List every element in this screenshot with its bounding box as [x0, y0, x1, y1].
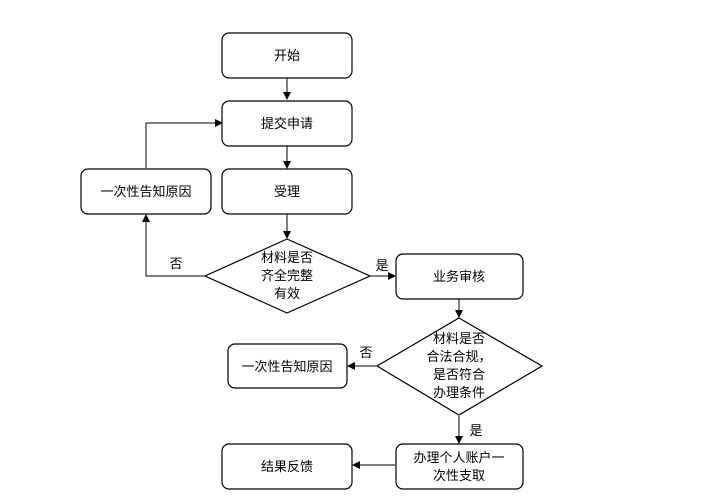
node-check-materials-line3: 有效	[274, 287, 300, 302]
node-result-feedback-label: 结果反馈	[261, 460, 313, 475]
label-check1-no: 否	[169, 257, 182, 272]
node-handle-withdrawal: 办理个人账户一 次性支取	[395, 443, 524, 490]
node-accept-label: 受理	[274, 185, 300, 200]
node-accept: 受理	[221, 168, 353, 215]
node-check-compliance-line4: 办理条件	[433, 385, 485, 401]
node-check-materials: 材料是否 齐全完整 有效	[203, 238, 372, 314]
node-check-materials-line2: 齐全完整	[261, 268, 313, 284]
node-submit: 提交申请	[221, 100, 353, 147]
node-review: 业务审核	[395, 253, 524, 300]
node-check-compliance-line2: 合法合规，	[426, 350, 491, 365]
edge-check1-notify1	[142, 214, 205, 277]
label-check1-yes: 是	[375, 259, 388, 274]
label-check2-no: 否	[359, 346, 372, 361]
node-handle-withdrawal-line1: 办理个人账户一	[413, 450, 504, 466]
node-review-label: 业务审核	[433, 269, 485, 285]
node-notify-reason-2-label: 一次性告知原因	[241, 359, 332, 375]
node-notify-reason-1: 一次性告知原因	[80, 168, 212, 215]
node-submit-label: 提交申请	[261, 116, 313, 132]
node-check-compliance-line3: 是否符合	[433, 367, 485, 383]
node-start-label: 开始	[274, 49, 300, 64]
node-handle-withdrawal-line2: 次性支取	[433, 468, 485, 484]
edge-notify1-submit	[145, 119, 223, 168]
node-notify-reason-1-label: 一次性告知原因	[100, 184, 191, 200]
node-start: 开始	[221, 32, 353, 79]
label-check2-yes: 是	[469, 424, 482, 439]
node-check-materials-line1: 材料是否	[261, 251, 313, 266]
node-result-feedback: 结果反馈	[221, 443, 353, 490]
node-check-compliance-line1: 材料是否	[433, 332, 485, 347]
node-notify-reason-2: 一次性告知原因	[227, 343, 348, 389]
connectors	[142, 78, 463, 469]
node-check-compliance: 材料是否 合法合规， 是否符合 办理条件	[375, 317, 544, 416]
